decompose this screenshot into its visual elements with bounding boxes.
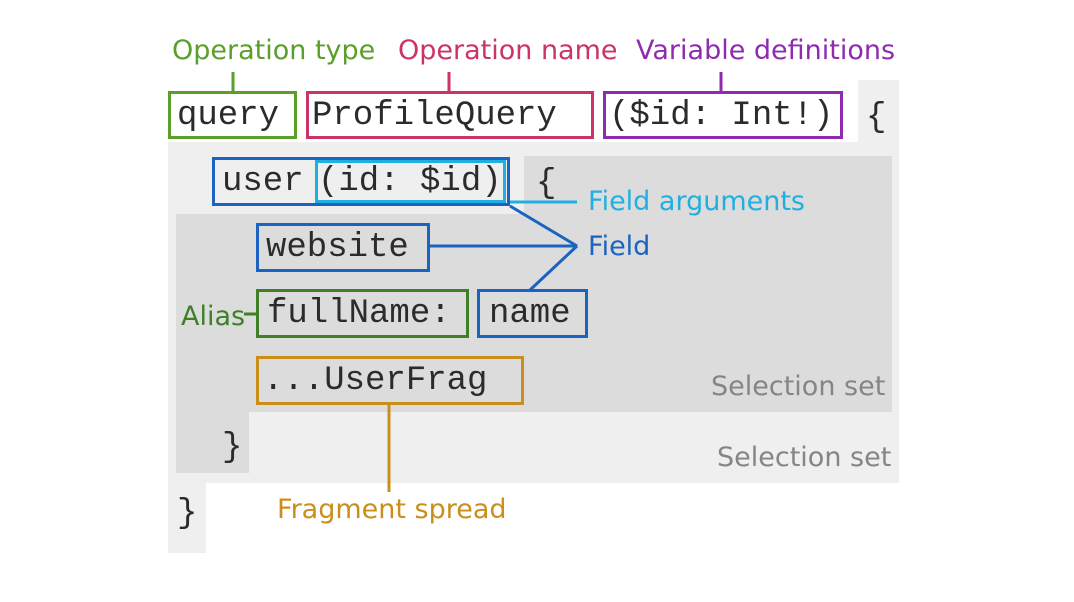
operation-type-box xyxy=(168,91,297,139)
field-website-text: website xyxy=(266,229,409,267)
field-arguments-box xyxy=(315,160,506,203)
close-brace-outer: } xyxy=(177,495,198,533)
open-brace-inner: { xyxy=(536,165,557,203)
close-brace-inner: } xyxy=(222,429,243,467)
field-name-text: name xyxy=(489,295,571,333)
variable-definitions-box xyxy=(603,91,843,139)
field-name-box xyxy=(477,289,588,338)
query-keyword: query xyxy=(177,97,280,135)
field-user-text: user xyxy=(222,163,304,201)
fragment-spread-label: Fragment spread xyxy=(277,494,507,525)
field-website-box xyxy=(256,223,430,272)
variable-definitions-text: ($id: Int!) xyxy=(609,97,834,135)
outer-selection-set-background-tail xyxy=(168,483,206,553)
field-user-box xyxy=(212,157,510,206)
operation-name-label: Operation name xyxy=(398,35,618,66)
inner-selection-set-background-top xyxy=(524,156,892,216)
variable-definitions-label: Variable definitions xyxy=(636,35,896,66)
field-arguments-text: (id: $id) xyxy=(318,163,502,201)
fragment-spread-box xyxy=(256,356,524,405)
alias-box xyxy=(256,289,469,338)
first-line-cutout xyxy=(168,80,858,142)
alias-label: Alias xyxy=(181,301,246,332)
fragment-spread-text: ...UserFrag xyxy=(263,362,488,400)
operation-type-label: Operation type xyxy=(172,35,376,66)
operation-name-box xyxy=(306,91,594,139)
selection-set-outer-label: Selection set xyxy=(717,442,892,473)
inner-selection-set-background-tail xyxy=(176,410,249,473)
alias-text: fullName: xyxy=(267,295,451,333)
field-arguments-label: Field arguments xyxy=(588,186,806,217)
field-label: Field xyxy=(588,231,651,262)
field-connector-user xyxy=(509,204,578,248)
field-connector-name xyxy=(528,244,579,292)
open-brace-outer: { xyxy=(866,99,887,137)
operation-name-text: ProfileQuery xyxy=(312,97,557,135)
selection-set-inner-label: Selection set xyxy=(711,371,886,402)
